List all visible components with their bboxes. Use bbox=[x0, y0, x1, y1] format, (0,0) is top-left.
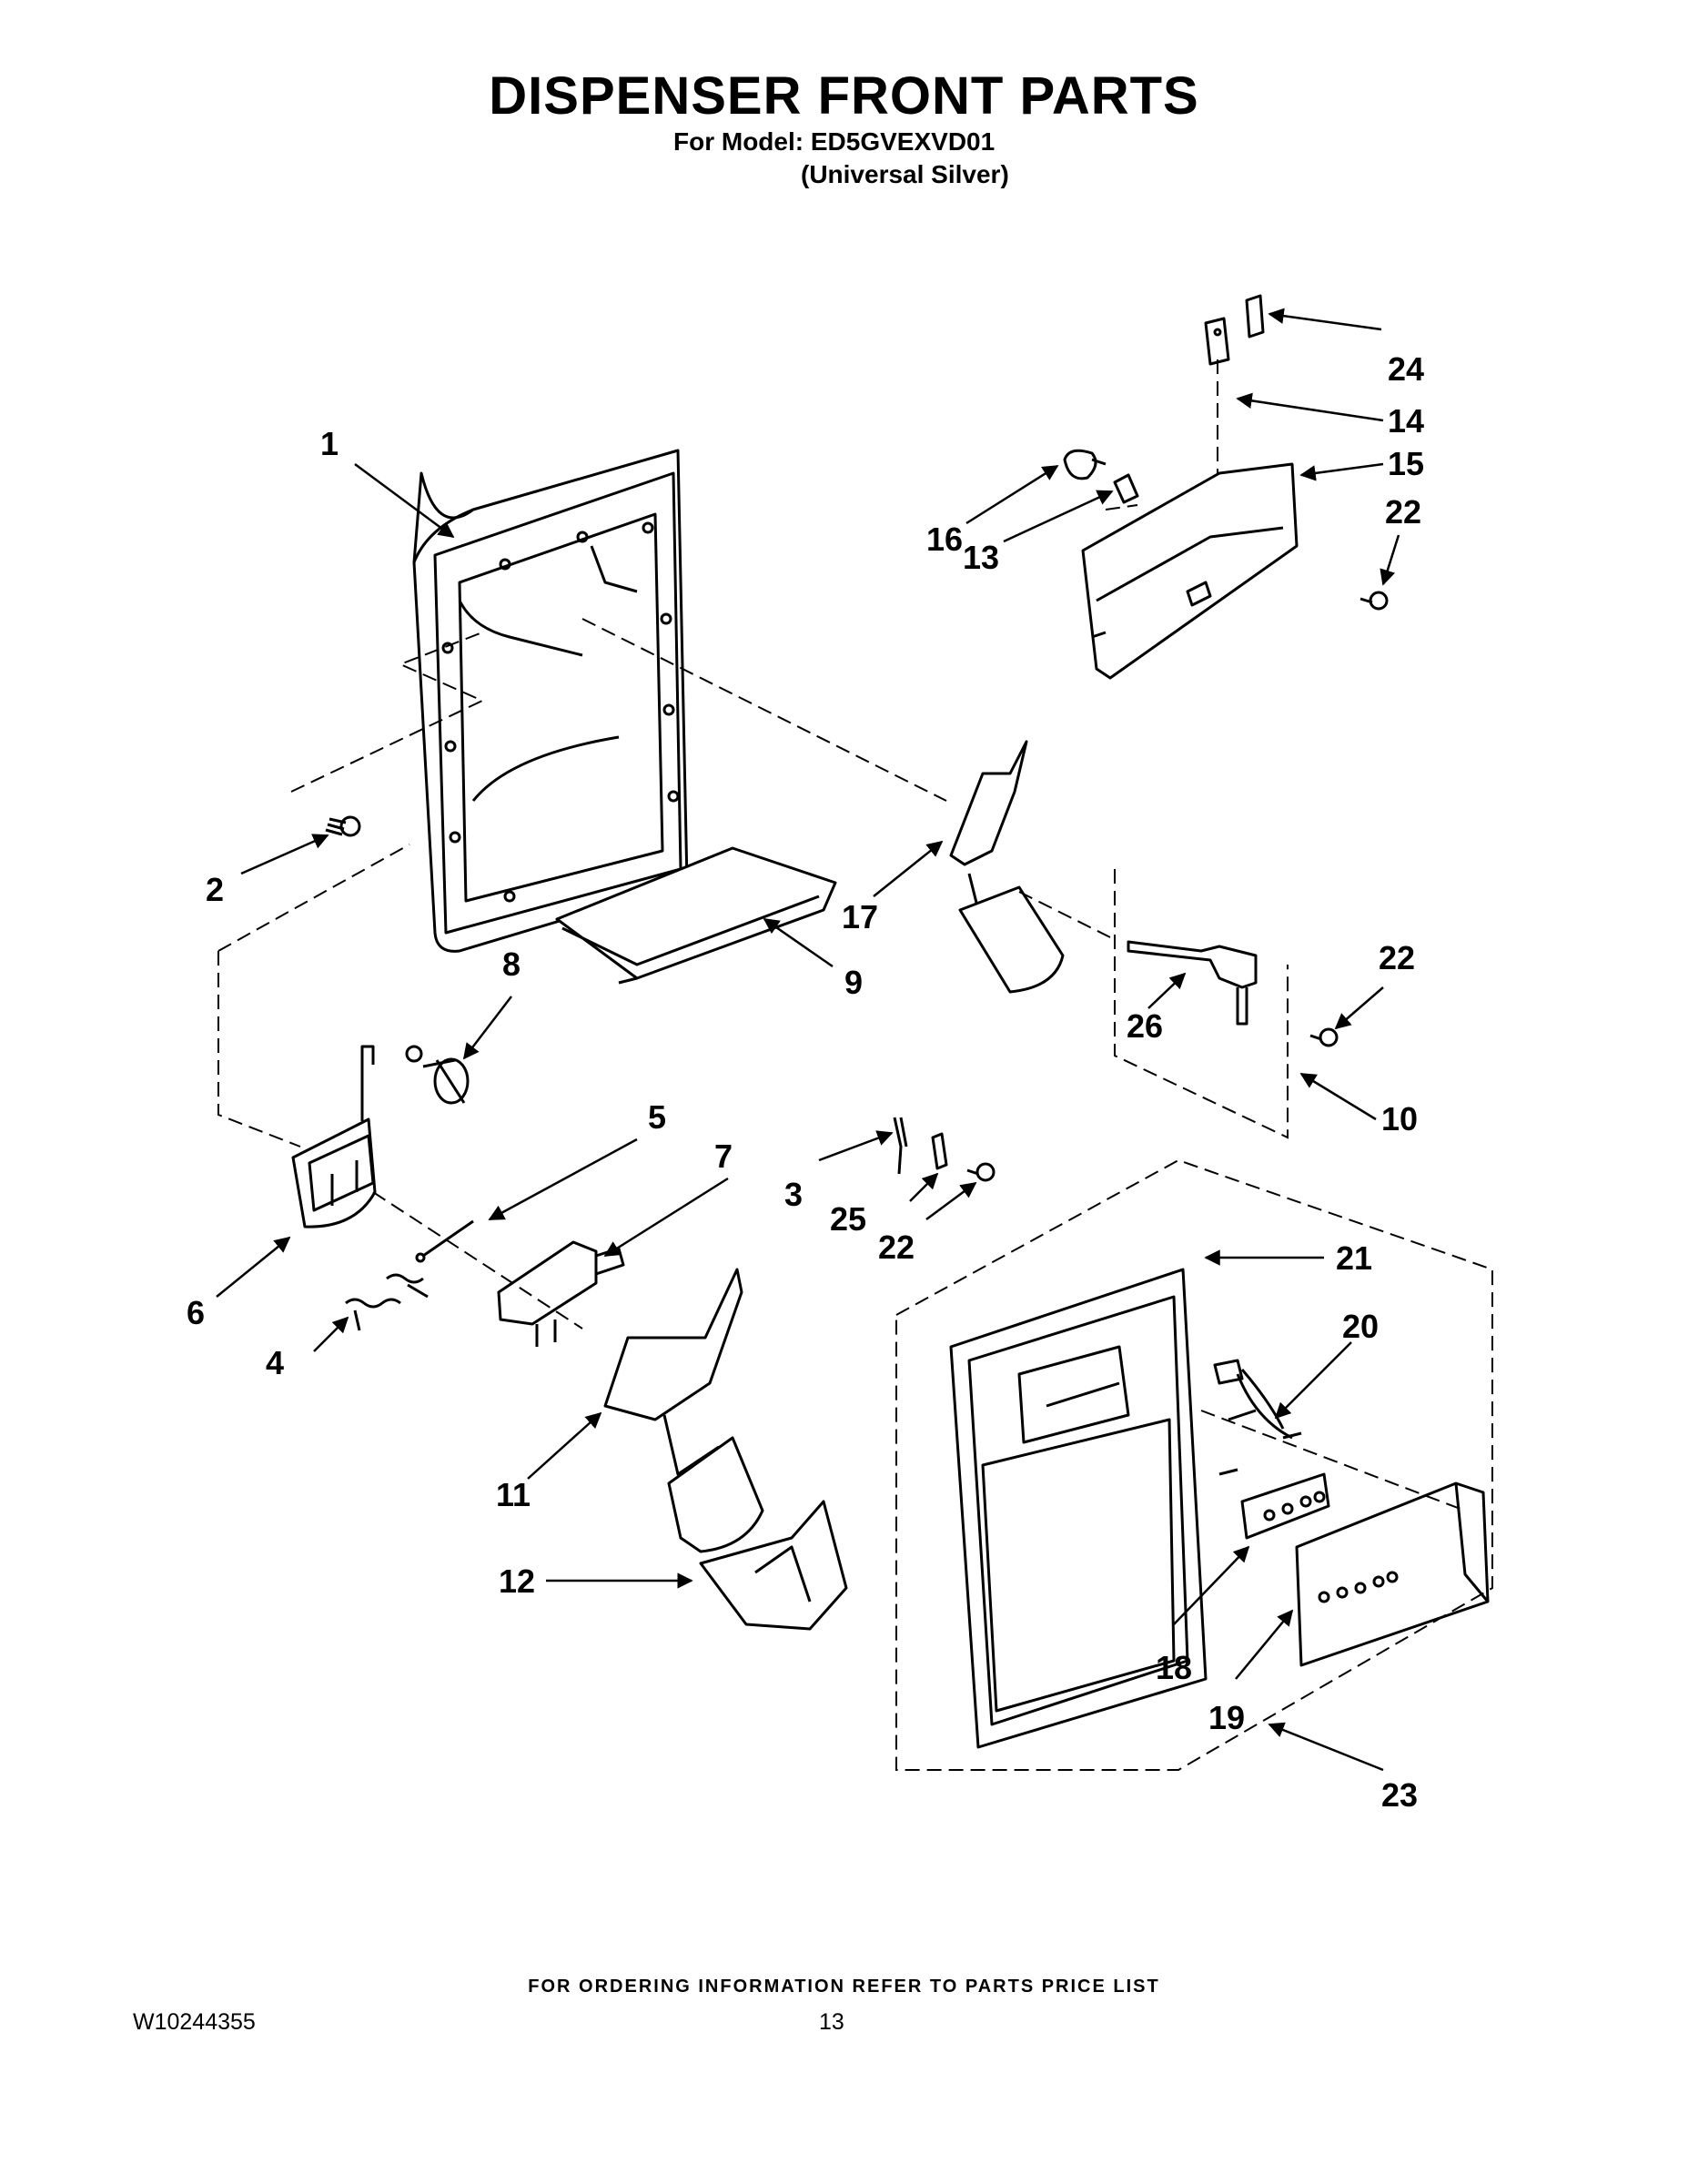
leader-2 bbox=[240, 834, 329, 875]
callout-12: 12 bbox=[499, 1562, 535, 1600]
control-panel-part bbox=[1295, 1481, 1490, 1667]
leader-25 bbox=[909, 1172, 939, 1202]
leader-13 bbox=[1003, 490, 1114, 543]
spring-part-3 bbox=[893, 1117, 908, 1175]
leader-5 bbox=[488, 1138, 638, 1221]
solenoid-plunger-part bbox=[405, 1045, 470, 1105]
water-paddle-part bbox=[949, 740, 1065, 994]
leader-24 bbox=[1268, 308, 1382, 331]
insulator-part-24 bbox=[1245, 294, 1265, 339]
callout-16: 16 bbox=[926, 521, 963, 558]
facade-assembly-outline bbox=[895, 1158, 1493, 1771]
dashed-guide-7 bbox=[1018, 891, 1111, 938]
leader-9 bbox=[763, 917, 834, 968]
leader-7 bbox=[603, 1177, 729, 1258]
leader-22a bbox=[1380, 534, 1400, 586]
model-number: For Model: ED5GVEXVD01 bbox=[673, 127, 996, 156]
socket-part-13 bbox=[1113, 473, 1139, 504]
leader-14 bbox=[1236, 392, 1384, 422]
callout-15: 15 bbox=[1388, 445, 1424, 482]
bulb-part-16 bbox=[1063, 449, 1107, 480]
leader-10 bbox=[1299, 1072, 1377, 1121]
leader-22b bbox=[1334, 986, 1384, 1030]
clip-part-25 bbox=[931, 1132, 948, 1170]
ice-chute-part bbox=[699, 1500, 848, 1631]
dashed-guide-4 bbox=[372, 1191, 583, 1330]
callout-10: 10 bbox=[1381, 1100, 1418, 1138]
switch-part-14 bbox=[1204, 317, 1230, 366]
leader-26 bbox=[1147, 972, 1187, 1009]
callout-5: 5 bbox=[648, 1098, 666, 1136]
pin-part-5 bbox=[415, 1219, 474, 1263]
dashed-guide-3 bbox=[217, 951, 301, 1148]
springs-part-4 bbox=[345, 1273, 429, 1331]
screw-part-22b bbox=[1309, 1027, 1339, 1047]
dispenser-bracket-part bbox=[1081, 462, 1299, 680]
leader-17 bbox=[873, 840, 944, 897]
control-board-part bbox=[1240, 1472, 1330, 1540]
callout-25: 25 bbox=[830, 1200, 866, 1238]
callout-3: 3 bbox=[784, 1176, 803, 1213]
callout-17: 17 bbox=[842, 898, 878, 935]
callout-20: 20 bbox=[1342, 1308, 1379, 1345]
callout-6: 6 bbox=[187, 1294, 205, 1331]
callout-1: 1 bbox=[320, 425, 339, 462]
drip-tray-part bbox=[555, 846, 837, 985]
callout-21: 21 bbox=[1336, 1239, 1372, 1277]
dashed-guide-5 bbox=[581, 618, 947, 802]
page-number: 13 bbox=[819, 2009, 844, 2035]
callout-9: 9 bbox=[844, 964, 863, 1001]
lever-assembly-outline bbox=[1114, 869, 1289, 1139]
callout-18: 18 bbox=[1156, 1649, 1192, 1686]
dispenser-facade-part bbox=[949, 1268, 1208, 1749]
leader-1 bbox=[354, 462, 455, 539]
leader-3 bbox=[818, 1130, 894, 1162]
leader-15 bbox=[1299, 462, 1384, 481]
callout-4: 4 bbox=[266, 1344, 284, 1381]
wiring-harness-part bbox=[1213, 1359, 1302, 1476]
callout-14: 14 bbox=[1388, 402, 1424, 440]
callout-19: 19 bbox=[1208, 1699, 1245, 1736]
callout-11: 11 bbox=[496, 1476, 531, 1513]
callout-22c: 22 bbox=[878, 1228, 915, 1266]
ice-paddle-part bbox=[603, 1268, 764, 1553]
leader-8 bbox=[462, 996, 512, 1060]
lever-part bbox=[1127, 940, 1258, 1026]
callout-23: 23 bbox=[1381, 1776, 1418, 1814]
housing-frame-part bbox=[412, 449, 689, 953]
leader-19 bbox=[1235, 1609, 1294, 1680]
callout-22a: 22 bbox=[1385, 493, 1421, 531]
dashed-guide-8 bbox=[1200, 1410, 1466, 1512]
leader-18 bbox=[1173, 1545, 1250, 1625]
document-number: W10244355 bbox=[133, 2009, 256, 2035]
screw-part-2 bbox=[325, 815, 361, 837]
leader-22c bbox=[925, 1181, 977, 1221]
ordering-info: FOR ORDERING INFORMATION REFER TO PARTS … bbox=[528, 1977, 1160, 1997]
leader-20 bbox=[1274, 1341, 1352, 1420]
page-title: DISPENSER FRONT PARTS bbox=[489, 66, 1199, 126]
callout-7: 7 bbox=[714, 1138, 733, 1175]
callout-8: 8 bbox=[502, 945, 521, 983]
dashed-guide-2 bbox=[217, 844, 410, 952]
callout-22b: 22 bbox=[1379, 939, 1415, 976]
screw-part-22a bbox=[1359, 591, 1389, 611]
leader-4 bbox=[313, 1316, 349, 1352]
model-color: (Universal Silver) bbox=[801, 160, 1009, 188]
callout-24: 24 bbox=[1388, 350, 1424, 388]
callout-26: 26 bbox=[1127, 1007, 1163, 1045]
callout-13: 13 bbox=[963, 539, 999, 576]
leader-16 bbox=[965, 464, 1059, 525]
leader-23 bbox=[1268, 1722, 1384, 1772]
control-module-part bbox=[291, 1045, 377, 1228]
screw-part-22c bbox=[966, 1162, 996, 1182]
dashed-guide-9 bbox=[1105, 504, 1138, 511]
leader-11 bbox=[527, 1411, 602, 1480]
callout-2: 2 bbox=[206, 871, 224, 908]
actuator-part bbox=[497, 1240, 625, 1347]
leader-6 bbox=[216, 1236, 291, 1298]
